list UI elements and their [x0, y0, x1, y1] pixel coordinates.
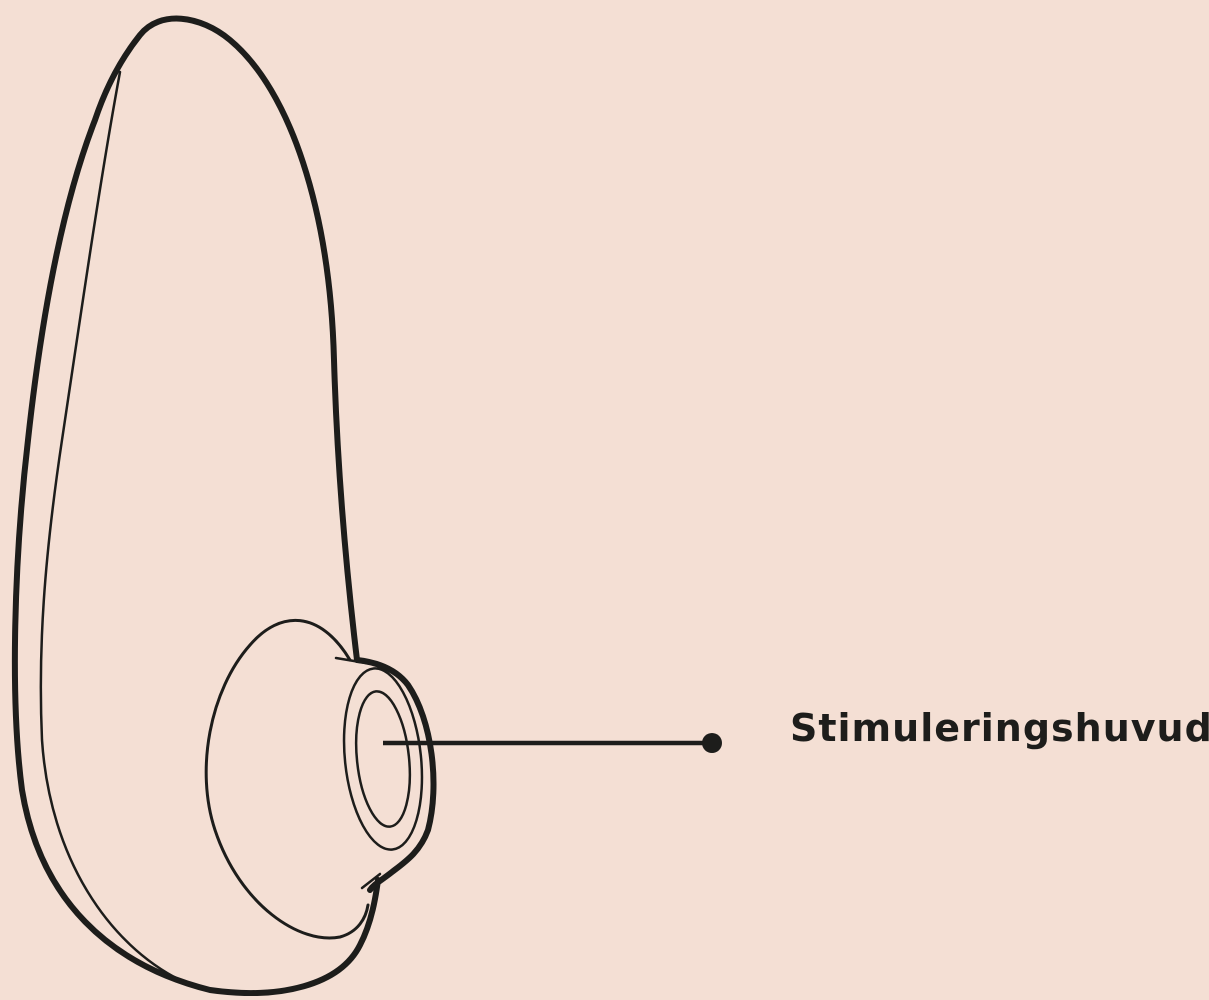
callout-label-stimulation-head: Stimuleringshuvud: [790, 700, 1209, 756]
callout-dot: [702, 733, 722, 753]
